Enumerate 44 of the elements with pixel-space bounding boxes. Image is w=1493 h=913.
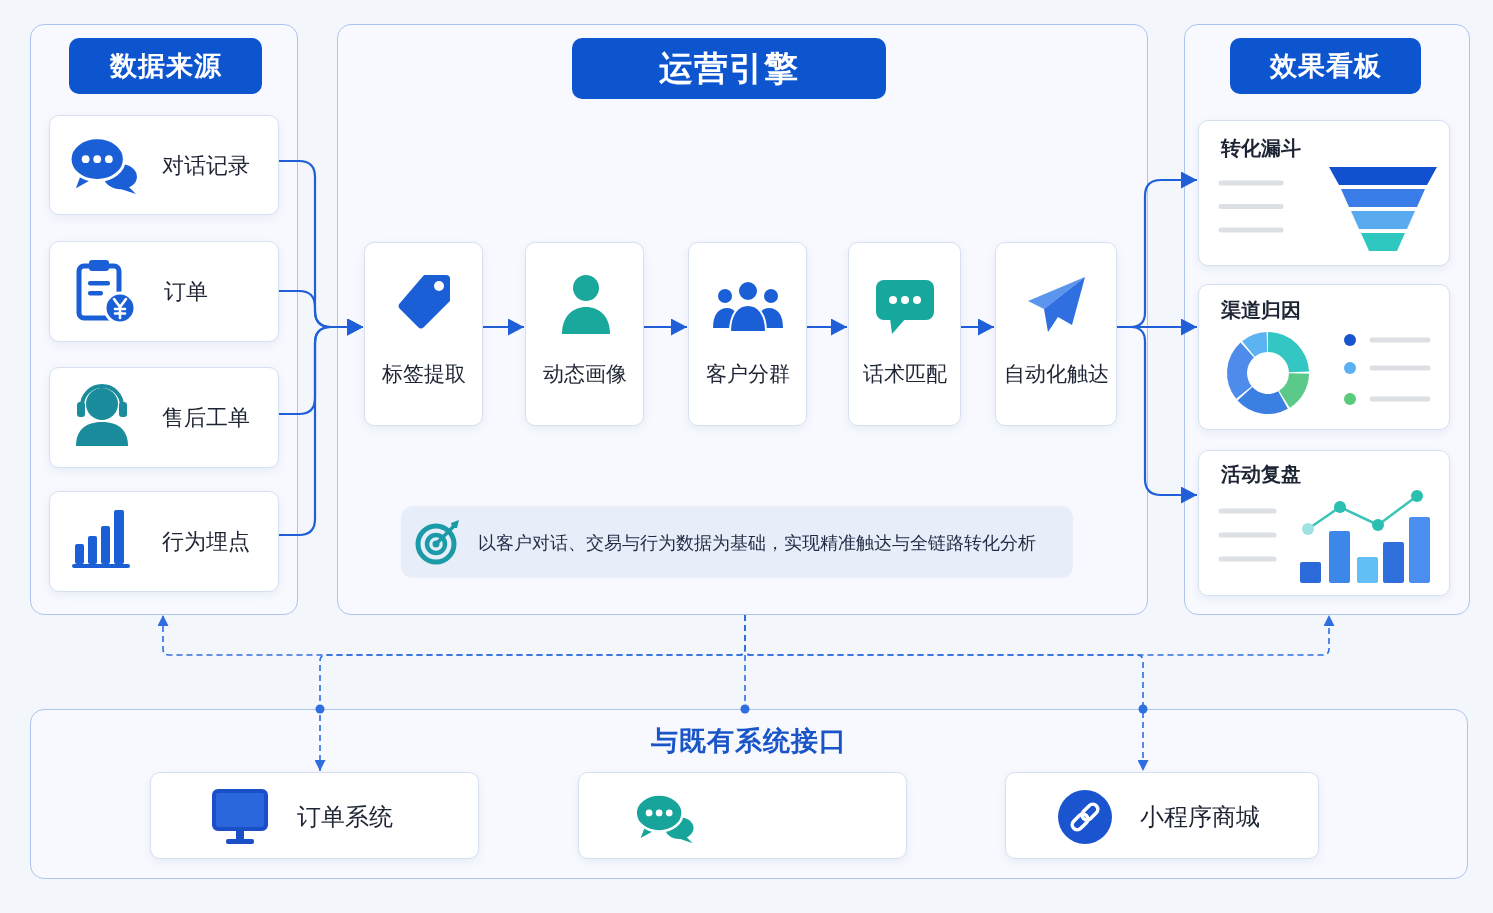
note-band xyxy=(401,506,1073,578)
dashed-line xyxy=(740,614,750,714)
step-card xyxy=(995,242,1117,426)
step-label: 自动化触达 xyxy=(1003,360,1109,388)
card-label: 小程序商城 xyxy=(1140,802,1260,832)
system-card xyxy=(150,772,479,859)
step-card xyxy=(364,242,483,426)
step-card xyxy=(688,242,807,426)
source-card xyxy=(49,367,279,468)
panel-header: 数据来源 xyxy=(69,38,262,94)
arrow xyxy=(278,318,363,537)
panel xyxy=(30,709,1468,879)
panel-header: 运营引擎 xyxy=(572,38,886,99)
card-label: 对话记录 xyxy=(162,152,250,180)
system-card xyxy=(1005,772,1319,859)
arrow xyxy=(806,318,847,336)
card-label: 订单系统 xyxy=(297,802,393,832)
card-label: 行为埋点 xyxy=(162,528,250,556)
panel xyxy=(1184,24,1470,615)
step-label: 话术匹配 xyxy=(862,360,947,388)
dashboard-card xyxy=(1198,120,1450,266)
panel-title: 与既有系统接口 xyxy=(651,724,847,758)
dashboard-card xyxy=(1198,284,1450,430)
note-text: 以客户对话、交易与行为数据为基础，实现精准触达与全链路转化分析 xyxy=(478,531,1036,555)
card-title: 转化漏斗 xyxy=(1221,135,1301,161)
source-card xyxy=(49,491,279,592)
card-label: 售后工单 xyxy=(162,404,250,432)
panel-header: 效果看板 xyxy=(1230,38,1421,94)
panel xyxy=(30,24,298,615)
step-card xyxy=(525,242,644,426)
panel xyxy=(337,24,1148,615)
step-label: 动态画像 xyxy=(542,360,627,388)
arrow xyxy=(643,318,687,336)
source-card xyxy=(49,115,279,215)
card-title: 渠道归因 xyxy=(1221,297,1301,323)
arrow xyxy=(960,318,994,336)
step-label: 客户分群 xyxy=(705,360,790,388)
arrow xyxy=(482,318,524,336)
system-card xyxy=(578,772,907,859)
step-card xyxy=(848,242,961,426)
card-label: 订单 xyxy=(164,278,208,306)
source-card xyxy=(49,241,279,342)
step-label: 标签提取 xyxy=(381,360,466,388)
card-title: 活动复盘 xyxy=(1221,461,1301,487)
